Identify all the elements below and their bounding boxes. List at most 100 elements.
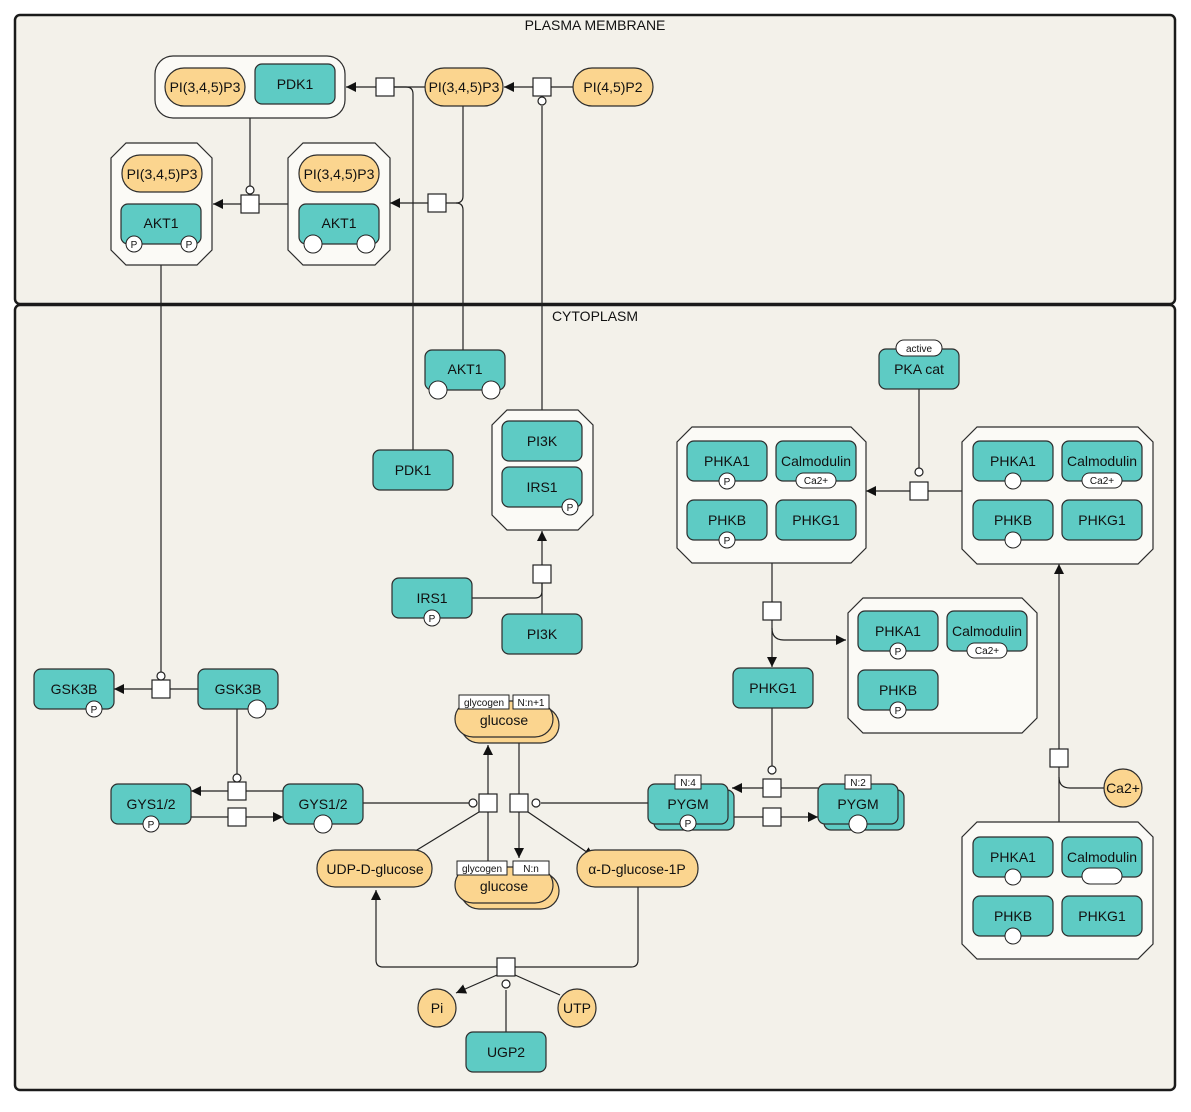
- gys-label: GYS1/2: [126, 796, 175, 812]
- pi-node[interactable]: [417, 988, 457, 1028]
- catalysis-marker: [501, 979, 511, 989]
- pip2-node[interactable]: [572, 67, 654, 107]
- cardinality-label: N:4: [680, 778, 696, 789]
- catalysis-marker: [914, 467, 924, 477]
- phospho-label: P: [724, 477, 731, 488]
- phospho-label: P: [895, 706, 902, 717]
- phka1-label: PHKA1: [704, 453, 750, 469]
- process-node[interactable]: [151, 679, 171, 699]
- unphospho-site: [1004, 531, 1022, 549]
- active-label: active: [906, 344, 933, 355]
- phospho-label: P: [895, 647, 902, 658]
- pdk1-input-edge: [394, 86, 414, 450]
- pip3-node[interactable]: [121, 154, 203, 193]
- pdk1-node[interactable]: [254, 63, 336, 105]
- akt1-node[interactable]: [298, 203, 380, 245]
- glucose-label: glucose: [480, 712, 528, 728]
- udp-glucose-node[interactable]: [316, 849, 433, 888]
- pip3-label: PI(3,4,5)P3: [170, 79, 241, 95]
- phkg1-label: PHKG1: [792, 512, 840, 528]
- catalysis-marker: [156, 671, 166, 681]
- unphospho-site: [247, 699, 267, 719]
- process-node[interactable]: [909, 481, 929, 501]
- process-node[interactable]: [532, 564, 552, 584]
- catalysis-marker: [531, 798, 541, 808]
- pip3-node[interactable]: [164, 67, 246, 107]
- udpg-to-synthesis-edge: [411, 811, 480, 854]
- ca2-state: [795, 472, 837, 489]
- ca2-node[interactable]: [1103, 768, 1143, 808]
- akt1-node[interactable]: [424, 349, 506, 391]
- calmodulin-label: Calmodulin: [781, 453, 851, 469]
- pi3k-label: PI3K: [527, 626, 558, 642]
- pi-label: Pi: [431, 1000, 443, 1016]
- unphospho-site-1: [428, 380, 448, 400]
- process-node[interactable]: [762, 778, 782, 798]
- process-node[interactable]: [509, 793, 529, 813]
- process-node[interactable]: [227, 807, 247, 827]
- gsk3b-node[interactable]: [197, 668, 279, 710]
- phospho-site: [679, 814, 697, 832]
- phospho-label: P: [685, 819, 692, 830]
- process-node[interactable]: [532, 77, 552, 97]
- pi3k-node[interactable]: [501, 613, 583, 655]
- phospho-label: P: [91, 705, 98, 716]
- udp-glucose-label: UDP-D-glucose: [326, 861, 423, 877]
- glycogen-unit-info: [458, 694, 510, 710]
- pip3-label: PI(3,4,5)P3: [429, 79, 500, 95]
- cardinality-info: [674, 774, 702, 790]
- process-node[interactable]: [762, 601, 782, 621]
- pdk1-node[interactable]: [372, 449, 454, 491]
- phkb-label: PHKB: [994, 908, 1032, 924]
- pip3-label: PI(3,4,5)P3: [304, 166, 375, 182]
- phospho-site: [423, 609, 441, 627]
- pip3-node[interactable]: [424, 67, 504, 107]
- glucose-1p-label: α-D-glucose-1P: [588, 861, 686, 877]
- process-node[interactable]: [227, 781, 247, 801]
- pi3k-node[interactable]: [501, 420, 583, 462]
- pip3-label: PI(3,4,5)P3: [127, 166, 198, 182]
- phospho-site: [889, 642, 907, 660]
- phospho-site: [718, 472, 736, 490]
- phospho-site-1: [125, 235, 143, 253]
- gsk3b-label: GSK3B: [215, 681, 262, 697]
- process-node[interactable]: [427, 193, 447, 213]
- pirs1-node[interactable]: [501, 466, 583, 508]
- empty-state: [1081, 867, 1123, 885]
- akt1-label: AKT1: [447, 361, 482, 377]
- pakt1-node[interactable]: [120, 203, 202, 245]
- cardinality-label: N:n+1: [518, 698, 545, 709]
- pgsk3b-node[interactable]: [33, 668, 115, 710]
- gys-label: GYS1/2: [298, 796, 347, 812]
- pip2-label: PI(4,5)P2: [583, 79, 642, 95]
- catalysis-marker: [245, 185, 255, 195]
- utp-node[interactable]: [557, 988, 597, 1028]
- phospho-site-2: [180, 235, 198, 253]
- ugp2-node[interactable]: [465, 1031, 547, 1073]
- phospho-site: [142, 815, 160, 833]
- phospho-site: [718, 531, 736, 549]
- phkg1-node[interactable]: [732, 667, 814, 709]
- glucose-1p-node[interactable]: [576, 849, 699, 888]
- process-node[interactable]: [496, 957, 516, 977]
- phkg1-node[interactable]: [1061, 499, 1143, 541]
- process-node[interactable]: [375, 77, 395, 97]
- phospho-label: P: [186, 240, 193, 251]
- g1p-to-ugp-process-edge: [515, 882, 639, 968]
- glycogen-unit-info: [456, 860, 508, 876]
- ca2-state-label: Ca2+: [975, 646, 999, 657]
- process-node[interactable]: [240, 194, 260, 214]
- phkb-label: PHKB: [994, 512, 1032, 528]
- pi3k-label: PI3K: [527, 433, 558, 449]
- process-node[interactable]: [762, 807, 782, 827]
- ca2-state: [1081, 472, 1123, 489]
- process-node[interactable]: [1049, 748, 1069, 768]
- phkg1-node[interactable]: [1061, 895, 1143, 937]
- ca2-state: [966, 642, 1008, 659]
- phospho-label: P: [724, 536, 731, 547]
- process-node[interactable]: [478, 793, 498, 813]
- ca2-label: Ca2+: [1106, 780, 1140, 796]
- phkg1-node[interactable]: [775, 499, 857, 541]
- pip3-node[interactable]: [298, 154, 380, 193]
- akt1-label: AKT1: [143, 215, 178, 231]
